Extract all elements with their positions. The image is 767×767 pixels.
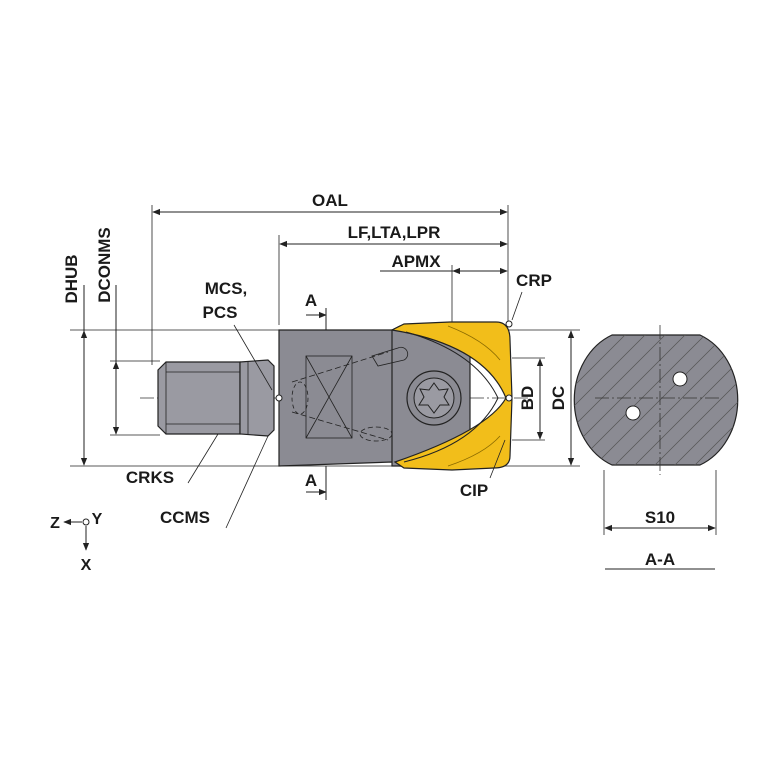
- section-a-top-label: A: [305, 291, 317, 310]
- dimension-lines: [80, 208, 716, 570]
- lf-label: LF,LTA,LPR: [348, 223, 441, 242]
- section-view: [573, 325, 739, 475]
- crp-label: CRP: [516, 271, 552, 290]
- axis-y-label: Y: [92, 511, 103, 528]
- dconms-label: DCONMS: [95, 227, 114, 303]
- shank: [157, 359, 275, 437]
- mcs-point: [275, 394, 283, 402]
- mcs-label: MCS,: [205, 279, 248, 298]
- cip-point: [505, 394, 513, 402]
- ccms-label: CCMS: [160, 508, 210, 527]
- s10-label: S10: [645, 508, 675, 527]
- crks-label: CRKS: [126, 468, 174, 487]
- section-a-bottom-label: A: [305, 471, 317, 490]
- section-cut-markers: [306, 308, 327, 500]
- coordinate-axes: [63, 518, 90, 551]
- axis-z-label: Z: [50, 515, 60, 532]
- reference-points: [275, 320, 513, 402]
- oal-label: OAL: [312, 191, 348, 210]
- cip-label: CIP: [460, 481, 488, 500]
- leader-lines: [187, 291, 523, 529]
- clamp-screw: [406, 370, 462, 426]
- axis-x-label: X: [81, 557, 92, 574]
- insert: [390, 321, 513, 471]
- bd-label: BD: [518, 386, 537, 411]
- dhub-label: DHUB: [62, 254, 81, 303]
- apmx-label: APMX: [391, 252, 441, 271]
- pcs-label: PCS: [203, 303, 238, 322]
- dc-label: DC: [549, 386, 568, 411]
- crp-point: [505, 320, 513, 328]
- section-aa-label: A-A: [645, 550, 675, 569]
